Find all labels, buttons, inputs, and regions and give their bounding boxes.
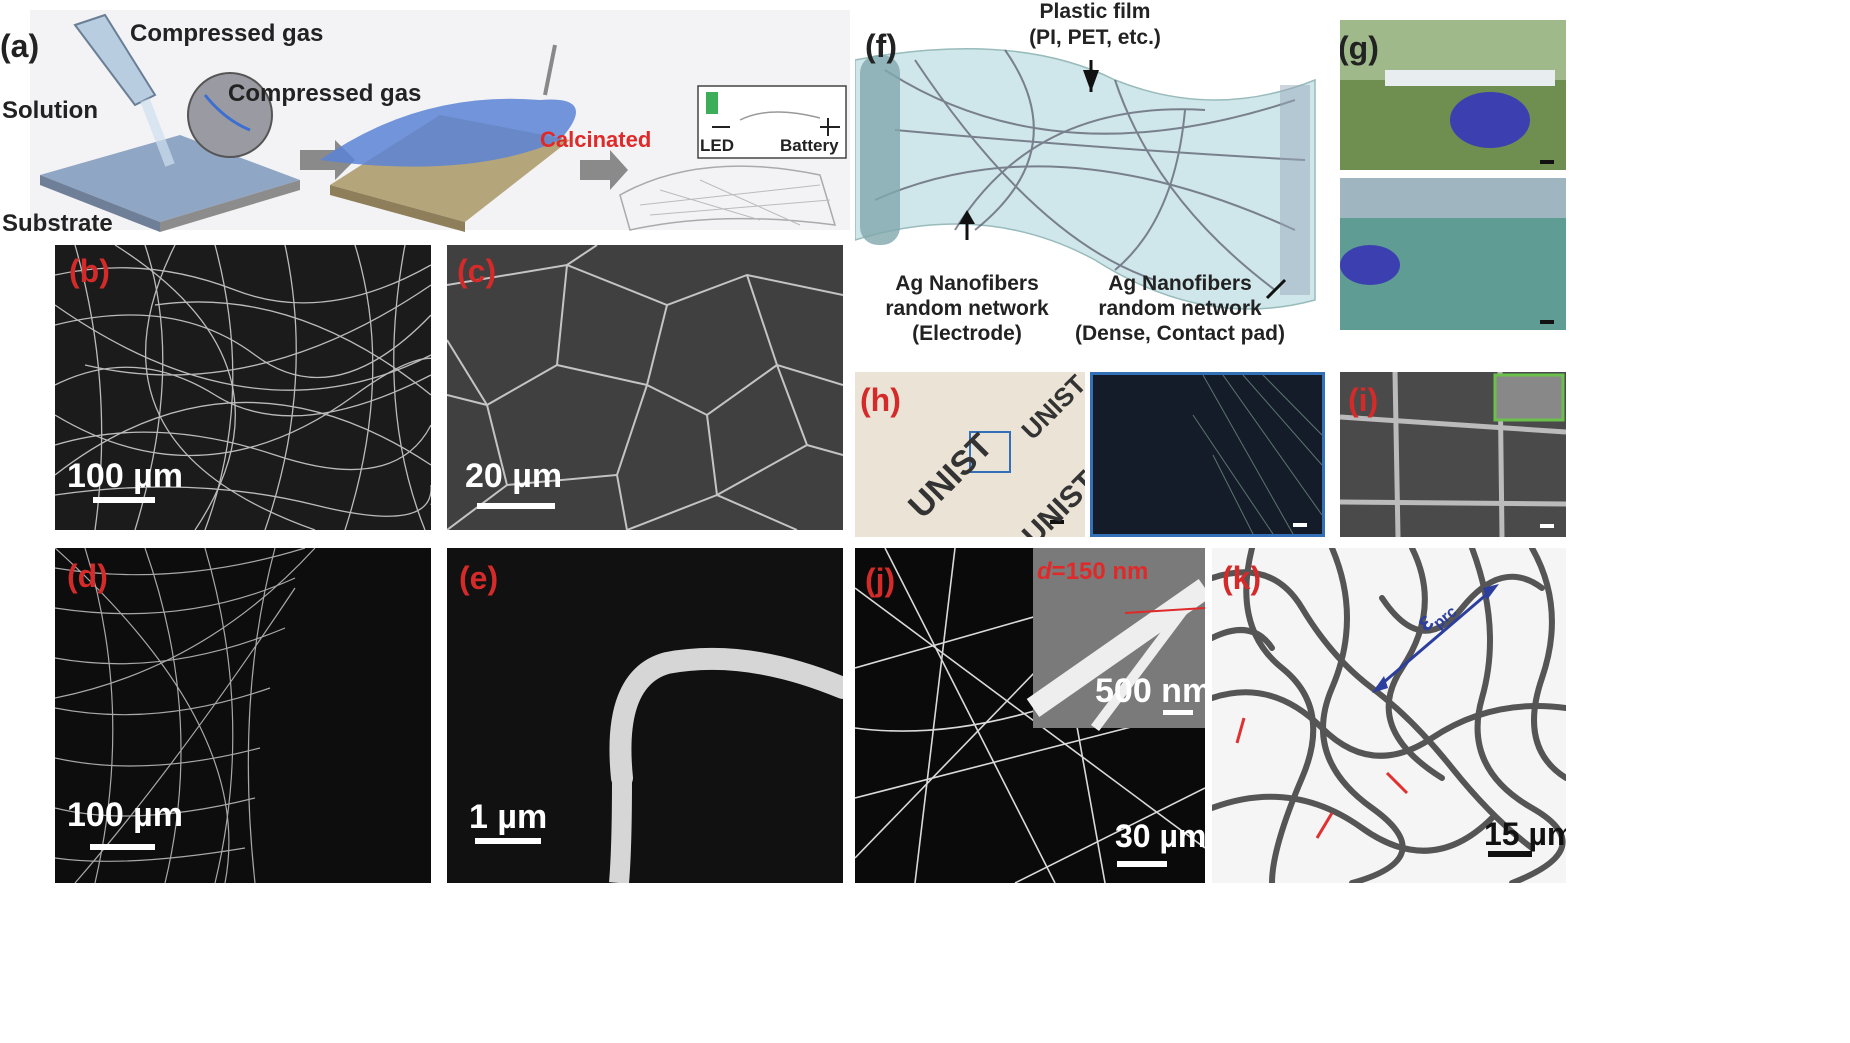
panel-i: (i) (1340, 372, 1566, 537)
panel-e-single-fiber (609, 647, 843, 883)
panel-h: UNIST UNIST UNIST (h) (855, 372, 1085, 537)
panel-e-scale-text: 1 µm (469, 798, 548, 836)
panel-h-label: (h) (860, 382, 901, 418)
diameter-annotation: d=150 nm (1037, 558, 1148, 586)
panel-j-inset-scale-text: 500 nm (1095, 672, 1205, 710)
panel-e: (e) 1 µm (447, 548, 843, 883)
panel-a-label: (a) (0, 28, 40, 64)
panel-b-scale-text: 100 µm (67, 457, 183, 495)
panel-b-fiber-network (55, 245, 431, 530)
panel-h-photo (855, 372, 1085, 537)
panel-g: (g) (1340, 20, 1566, 330)
ag-electrode-line-2: random network (885, 297, 1049, 320)
battery-label: Battery (780, 136, 839, 155)
panel-c-label: (c) (457, 253, 497, 289)
panel-f-label: (f) (865, 28, 897, 64)
calcinated-label: Calcinated (540, 127, 652, 152)
panel-k-wavy-fibers (1212, 548, 1566, 883)
ag-contact-pad-line-2: random network (1098, 297, 1262, 320)
panel-i-grid (1340, 372, 1566, 537)
panel-b-scale-bar (93, 497, 155, 503)
panel-g-photos (1340, 20, 1566, 330)
panel-a: (a) Compressed gas Compressed gas Soluti… (0, 0, 860, 240)
panel-f-flexible-film (855, 48, 1316, 310)
diameter-symbol: d (1037, 558, 1052, 585)
panel-k-label: (k) (1222, 560, 1262, 596)
panel-j-scale-bar (1117, 861, 1167, 867)
panel-c-scale-text: 20 µm (465, 457, 563, 495)
panel-j: (j) d=150 nm 500 nm 30 µm (855, 548, 1205, 883)
panel-g-label: (g) (1340, 30, 1379, 66)
panel-h-zoom (1090, 372, 1325, 537)
panel-f: (f) Plastic film (PI, PET, etc.) Ag Nano… (855, 0, 1325, 360)
plastic-film-line-1: Plastic film (1039, 0, 1151, 23)
panel-e-scale-bar (475, 838, 541, 844)
panel-a-schematic (30, 10, 850, 232)
panel-k: (k) εprc 15 µm (1212, 548, 1566, 883)
compressed-gas-label-1: Compressed gas (130, 20, 324, 47)
panel-j-scale-text: 30 µm (1115, 818, 1205, 854)
panel-k-scale-text: 15 µm (1484, 816, 1566, 852)
panel-b-label: (b) (69, 253, 110, 289)
ag-contact-pad-line-3: (Dense, Contact pad) (1074, 322, 1286, 345)
panel-c-fiber-network (447, 245, 843, 530)
ag-contact-pad-line-1: Ag Nanofibers (1108, 272, 1252, 295)
compressed-gas-label-2: Compressed gas (228, 80, 422, 107)
panel-b: (b) 100 µm (55, 245, 431, 530)
substrate-label: Substrate (2, 210, 113, 237)
panel-h-zoom-fibers (1192, 375, 1322, 534)
panel-d-label: (d) (67, 558, 108, 594)
solution-label: Solution (2, 97, 98, 124)
diameter-value: =150 nm (1051, 558, 1149, 585)
panel-c: (c) 20 µm (447, 245, 843, 530)
ag-electrode-line-3: (Electrode) (912, 322, 1022, 345)
panel-i-label: (i) (1348, 382, 1379, 418)
panel-c-scale-bar (477, 503, 555, 509)
panel-d-scale-text: 100 µm (67, 796, 183, 834)
panel-j-label: (j) (865, 562, 896, 598)
panel-d-fiber-network (55, 548, 316, 883)
led-label: LED (700, 136, 734, 155)
ag-electrode-line-1: Ag Nanofibers (895, 272, 1039, 295)
panel-d-scale-bar (90, 844, 155, 850)
plastic-film-line-2: (PI, PET, etc.) (1029, 26, 1161, 49)
panel-e-label: (e) (459, 560, 499, 596)
panel-d: (d) 100 µm (55, 548, 431, 883)
panel-j-fiber-network (855, 548, 1205, 883)
